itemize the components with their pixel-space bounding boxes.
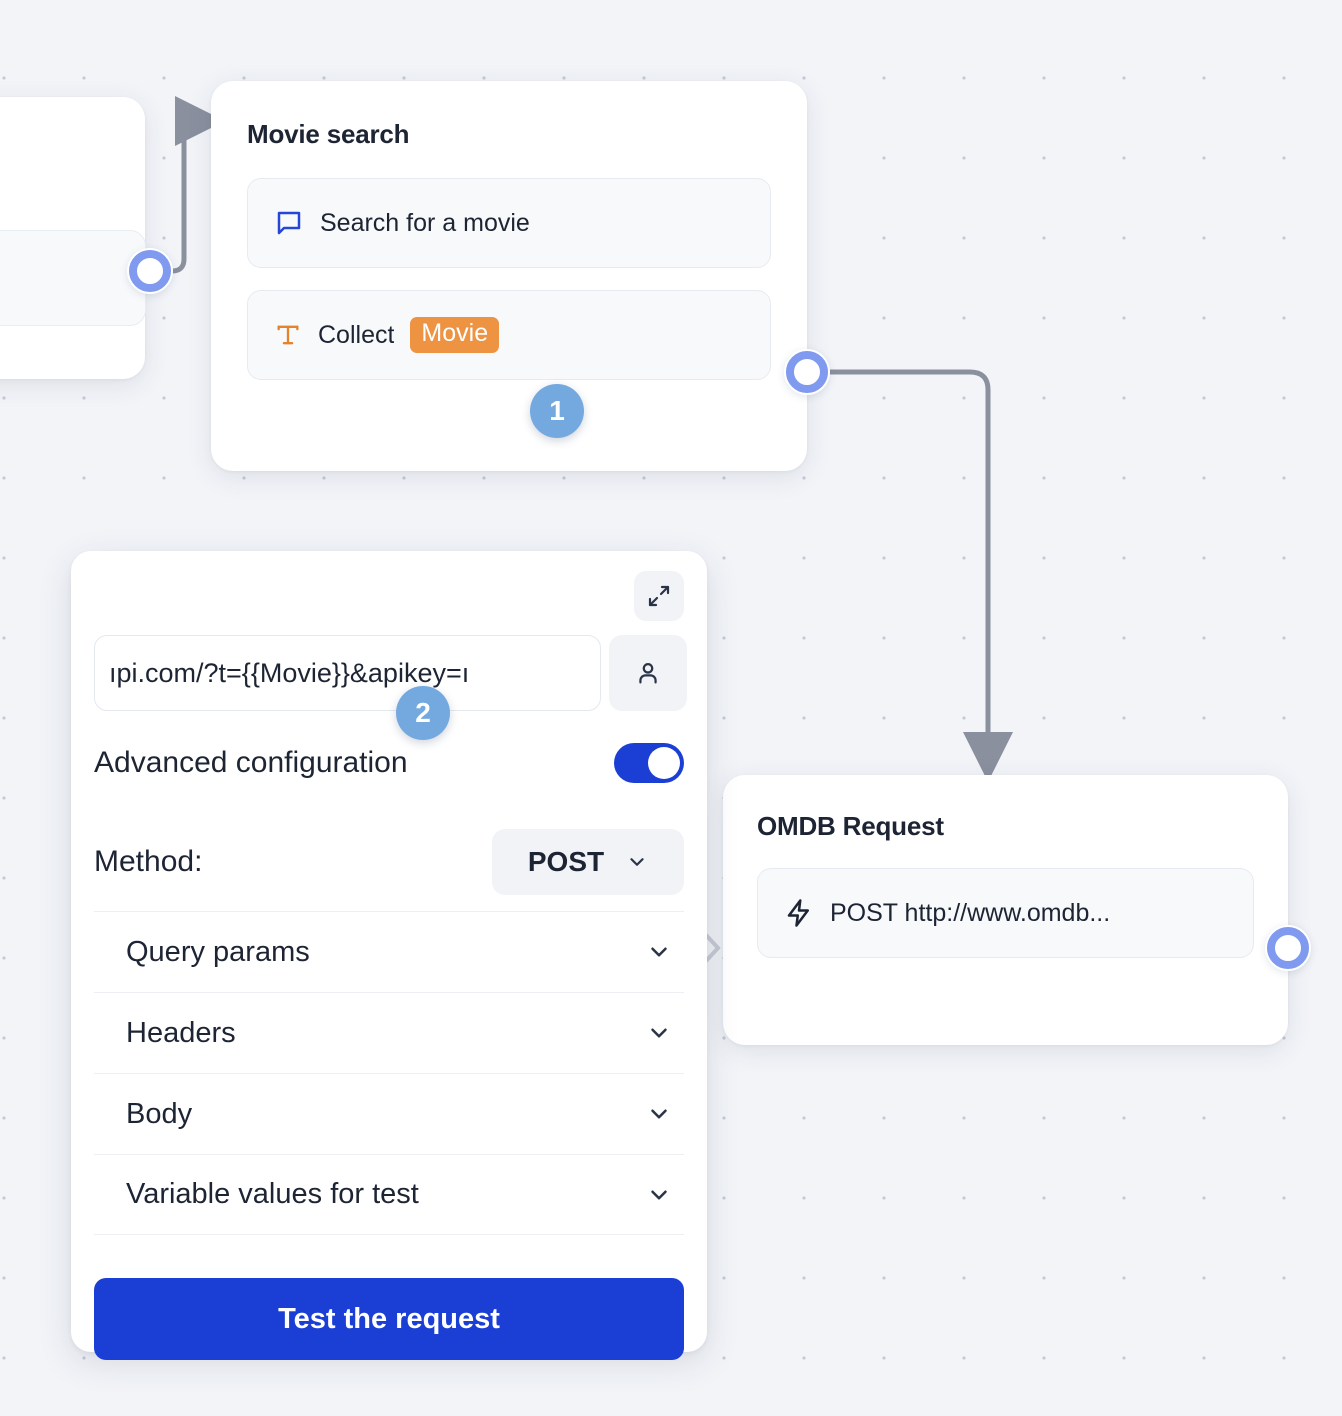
chevron-down-icon[interactable] (646, 1182, 672, 1208)
port-previous-node-output[interactable] (127, 248, 173, 294)
step-badge-1: 1 (530, 384, 584, 438)
accordion-item-query-params[interactable]: Query params (94, 911, 684, 992)
node-row-label: Search for a movie (320, 208, 530, 237)
accordion-label: Query params (126, 935, 310, 968)
advanced-configuration-row: Advanced configuration (94, 743, 684, 783)
node-row-search-for-a-movie[interactable]: Search for a movie (247, 178, 771, 268)
chevron-down-icon[interactable] (646, 1101, 672, 1127)
accordion-item-body[interactable]: Body (94, 1073, 684, 1154)
method-row: Method: POST (94, 829, 684, 895)
node-movie-search[interactable]: Movie search Search for a movie Collect (211, 81, 807, 471)
chevron-down-icon[interactable] (646, 1020, 672, 1046)
accordion-label: Body (126, 1097, 193, 1130)
node-title-omdb-request: OMDB Request (757, 811, 944, 841)
expand-diagonal-icon[interactable] (634, 571, 684, 621)
previous-node-row[interactable] (0, 230, 146, 326)
node-row-post-request[interactable]: POST http://www.omdb... (757, 868, 1254, 958)
config-accordion: Query params Headers Body (94, 911, 684, 1235)
method-select[interactable]: POST (492, 829, 684, 895)
method-value: POST (527, 846, 605, 877)
step-badge-2: 2 (396, 686, 450, 740)
text-t-icon (274, 321, 302, 349)
node-row-collect-movie[interactable]: Collect Movie (247, 290, 771, 380)
accordion-label: Headers (126, 1016, 236, 1049)
advanced-configuration-label: Advanced configuration (94, 746, 408, 779)
test-the-request-button[interactable]: Test the request (94, 1278, 684, 1360)
request-config-panel[interactable]: Advanced configuration Method: POST Quer… (71, 551, 707, 1360)
chevron-down-icon (626, 851, 648, 873)
chevron-down-icon[interactable] (646, 939, 672, 965)
port-movie-search-output[interactable] (784, 349, 830, 395)
node-title-movie-search: Movie search (247, 119, 410, 149)
user-icon[interactable] (609, 635, 687, 711)
previous-node-partial[interactable] (0, 97, 146, 379)
port-omdb-request-output[interactable] (1265, 925, 1311, 971)
edge-movie-to-omdb (827, 369, 1013, 782)
edge-inbound-caret (704, 933, 721, 963)
lightning-bolt-icon (784, 898, 814, 928)
accordion-label: Variable values for test (126, 1178, 419, 1210)
node-row-label: POST http://www.omdb... (830, 898, 1111, 927)
method-label: Method: (94, 845, 203, 878)
accordion-item-headers[interactable]: Headers (94, 992, 684, 1073)
advanced-configuration-toggle[interactable] (614, 743, 684, 783)
node-row-label: Collect (318, 320, 395, 349)
chat-bubble-icon (274, 208, 304, 238)
edge-prev-to-movie (149, 96, 225, 274)
variable-chip-movie[interactable]: Movie (410, 316, 500, 354)
node-omdb-request[interactable]: OMDB Request POST http://www.omdb... (723, 775, 1288, 1045)
accordion-item-variable-values-for-test[interactable]: Variable values for test (94, 1154, 684, 1235)
request-url-input[interactable] (94, 635, 601, 711)
url-row (94, 635, 687, 711)
